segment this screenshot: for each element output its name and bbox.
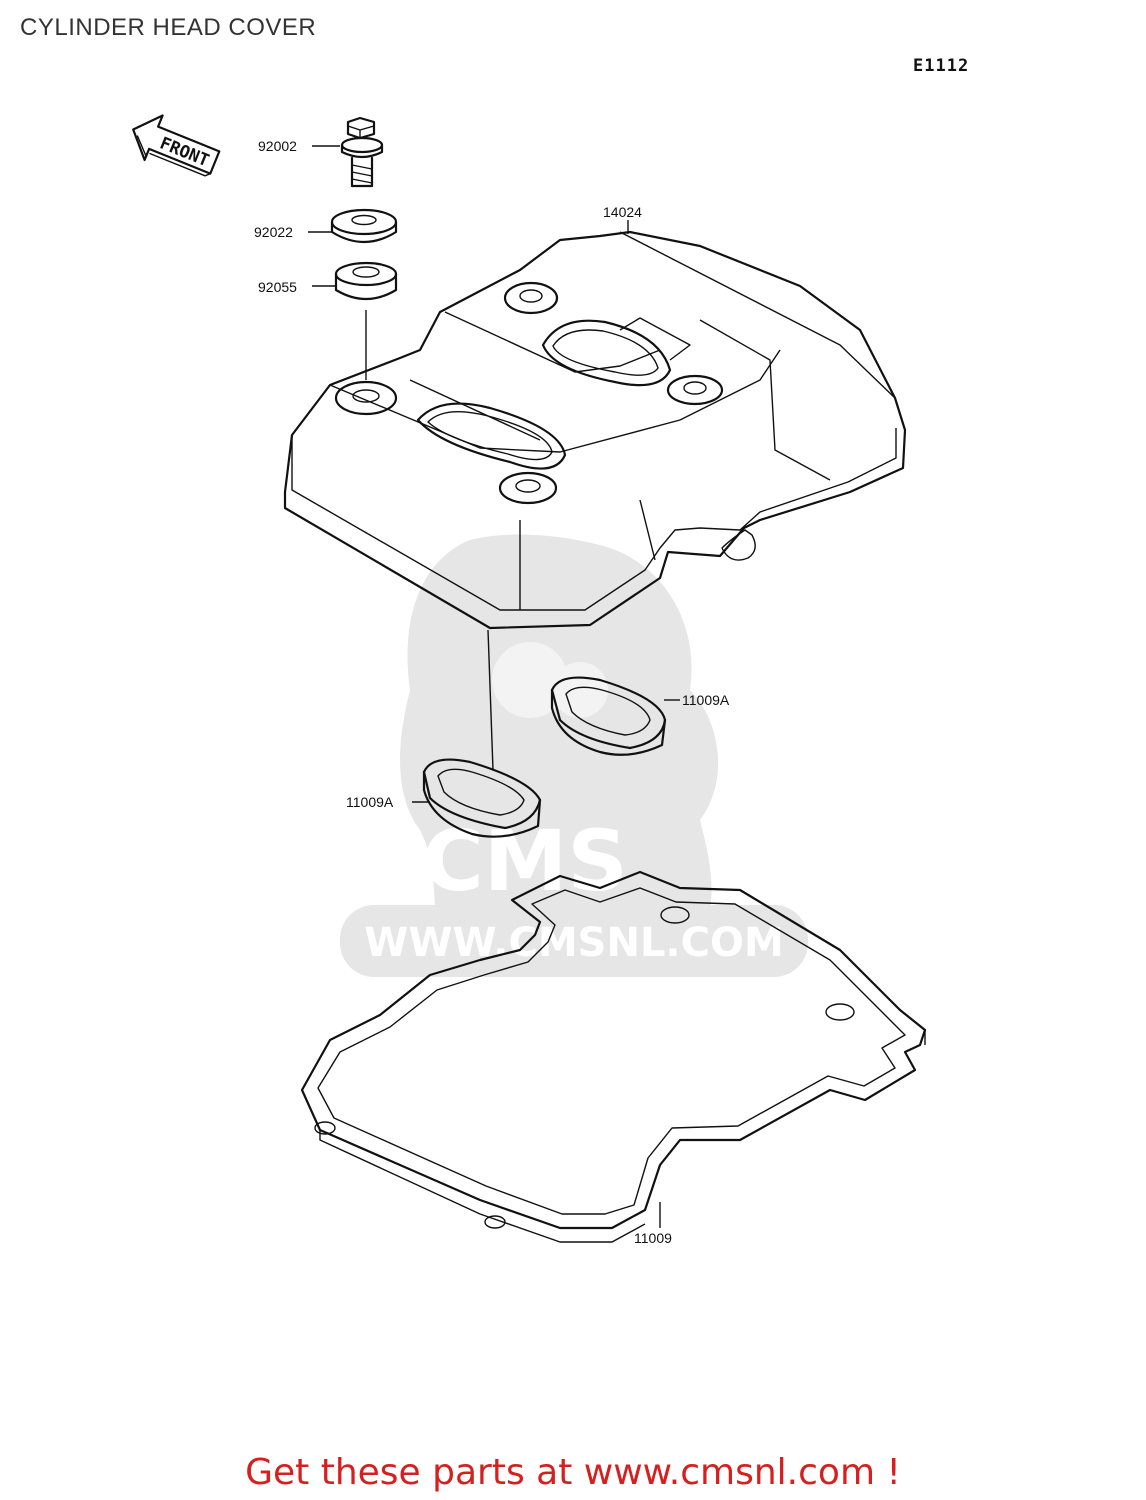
diagram-code: E1112	[913, 56, 970, 76]
watermark-url: WWW.CMSNL.COM	[364, 920, 784, 966]
footer-promo-link[interactable]: Get these parts at www.cmsnl.com !	[0, 1452, 1146, 1493]
bolt-92002	[340, 116, 384, 188]
part-label-14024: 14024	[603, 204, 642, 220]
footer-promo-text[interactable]: Get these parts at www.cmsnl.com !	[245, 1452, 901, 1493]
part-label-11009A-left: 11009A	[346, 794, 394, 810]
guide-line-lower	[487, 629, 494, 771]
watermark: CMS WWW.CMSNL.COM	[340, 534, 808, 977]
watermark-brand: CMS	[422, 812, 628, 910]
gasket-11009	[300, 870, 927, 1243]
part-label-11009A-right: 11009A	[682, 692, 730, 708]
part-label-92022: 92022	[254, 224, 293, 240]
parts-diagram: CMS WWW.CMSNL.COM FRONT	[132, 114, 927, 1246]
washer-92022	[330, 208, 398, 243]
watermark-url-band	[340, 905, 808, 977]
part-label-92002: 92002	[258, 138, 297, 154]
part-label-92055: 92055	[258, 279, 297, 295]
cover-14024	[283, 230, 907, 630]
grommet-92055	[334, 261, 398, 300]
front-arrow-shape	[132, 114, 221, 175]
diagram-title: CYLINDER HEAD COVER	[20, 14, 317, 41]
watermark-mascot	[400, 534, 719, 940]
part-label-11009: 11009	[634, 1230, 672, 1246]
leader-lines	[308, 145, 680, 1228]
gasket-11009A-right	[550, 676, 667, 756]
front-arrow-label: FRONT	[157, 133, 212, 171]
front-arrow: FRONT	[132, 114, 221, 177]
